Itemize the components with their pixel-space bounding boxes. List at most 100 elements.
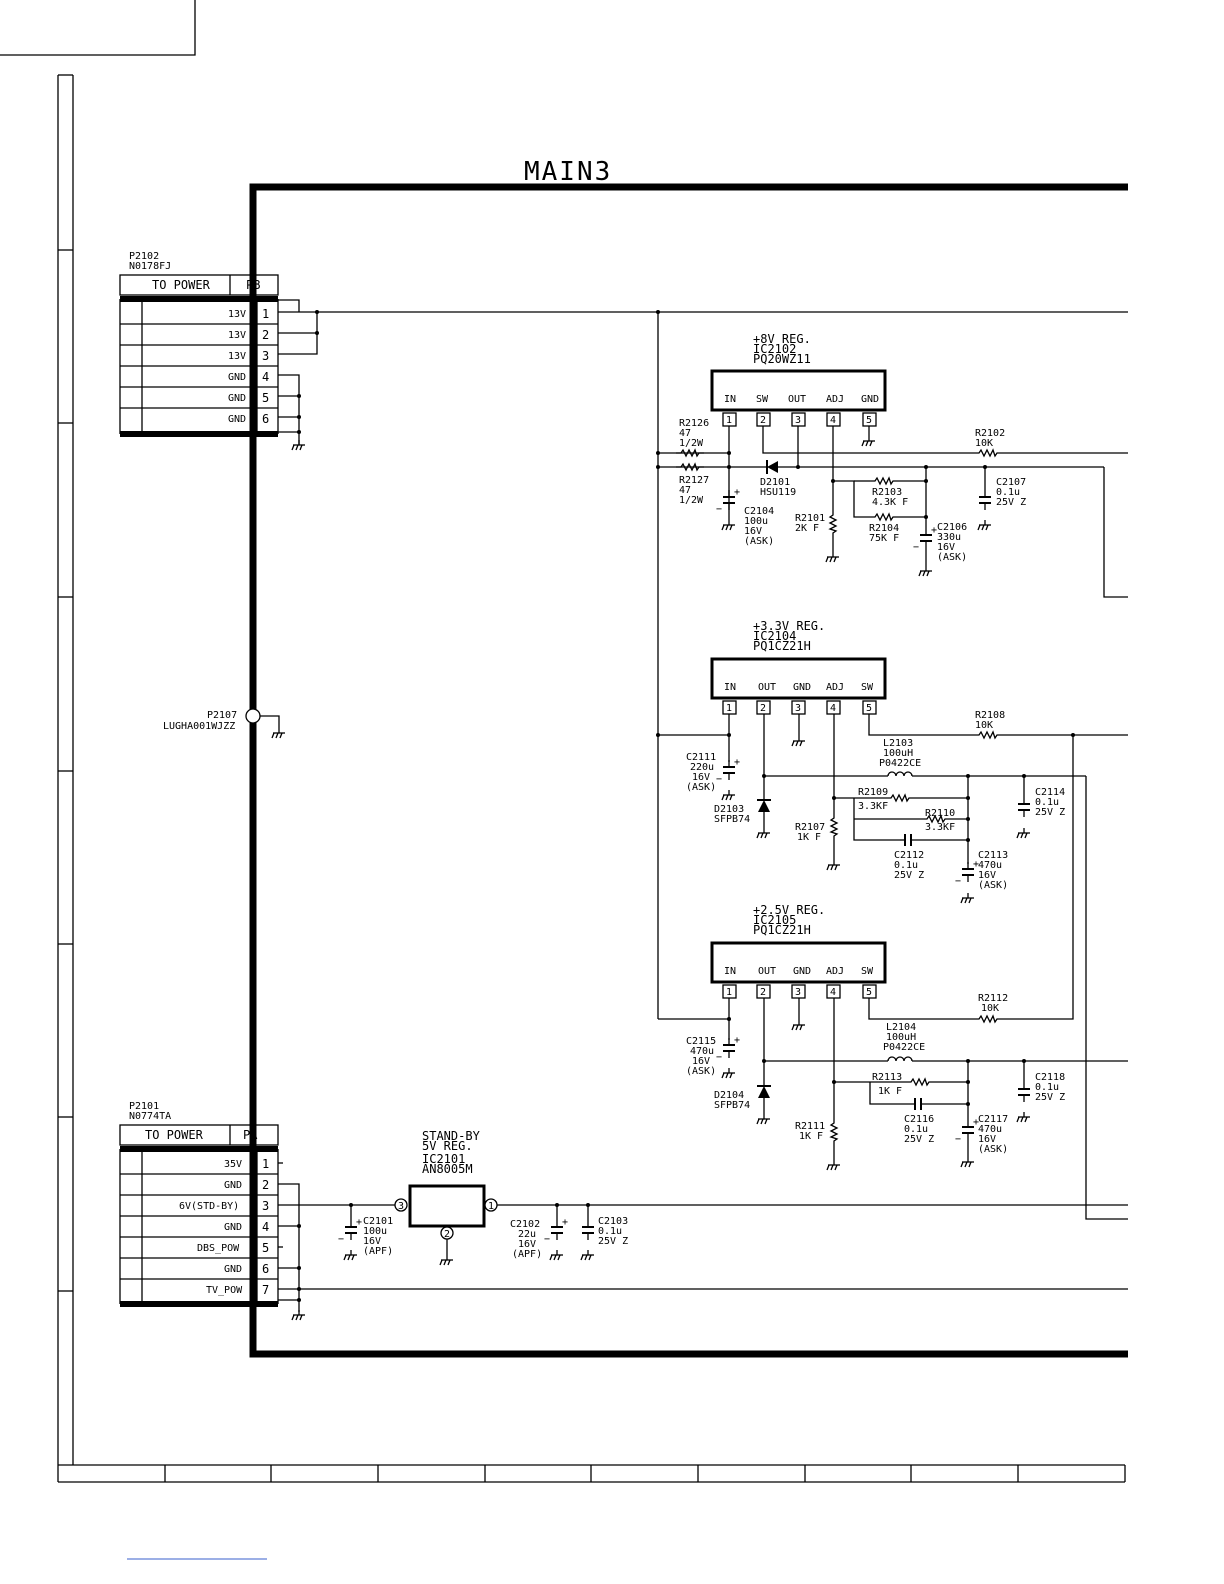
regulator-part: PQ20WZ11 [753,352,811,366]
label-d2104: D2104 SFPB74 [714,1090,750,1111]
component-value: 25V Z [598,1236,628,1247]
component-value: P0422CE [883,1042,925,1053]
pin-number: 5 [866,987,872,998]
pin-number: 3 [795,703,801,714]
component-value: 220u [690,762,714,773]
component-ref: C2102 [510,1219,540,1230]
component-value: 1K F [878,1086,902,1097]
component-ref: R2102 [975,428,1005,439]
pin-number: 5 [866,703,872,714]
regulator-title: +2.5V REG. [753,903,825,917]
component-value: 0.1u [996,487,1020,498]
label-r2102: R2102 10K [975,428,1005,449]
component-ref: C2118 [1035,1072,1065,1083]
pin-name: IN [724,394,736,405]
regulator-title: +3.3V REG. [753,619,825,633]
pin-number: 1 [726,703,732,714]
component-value: 330u [937,532,961,543]
component-value: 25V Z [894,870,924,881]
component-ref: R2126 [679,418,709,429]
pin-number: 6 [262,1262,269,1276]
pin-label: GND [224,1180,242,1191]
label-r2111: R2111 1K F [795,1121,825,1142]
component-value: 47 [679,485,691,496]
pin-label: GND [228,372,246,383]
label-c2113: C2113 470u 16V (ASK) [978,850,1008,891]
label-r2113: R2113 1K F [872,1072,902,1097]
component-ref: R2107 [795,822,825,833]
component-value: 1K F [799,1131,823,1142]
component-value: (APF) [363,1246,393,1257]
component-ref: R2109 [858,787,888,798]
pin-name: OUT [788,394,806,405]
pin-label: 13V [228,309,246,320]
component-ref: C2115 [686,1036,716,1047]
pin-name: GND [793,966,811,977]
pin-number: 1 [262,307,269,321]
component-value: (ASK) [937,552,967,563]
label-l2104: L2104 100uH P0422CE [883,1022,925,1053]
component-ref: C2114 [1035,787,1065,798]
page-frame [0,0,1126,1560]
component-value: 10K [975,438,993,449]
component-value: 1K F [797,832,821,843]
component-ref: L2103 [883,738,913,749]
component-ref: C2117 [978,1114,1008,1125]
pin-label: TV_POW [206,1285,243,1296]
label-r2110: R2110 3.3KF [925,808,955,833]
component-value: (ASK) [744,536,774,547]
regulator-title: STAND-BY [422,1129,481,1143]
pin-label: GND [228,414,246,425]
component-ref: C2106 [937,522,967,533]
component-value: 0.1u [1035,797,1059,808]
regulator-ic2101: STAND-BY 5V REG. IC2101 AN8005M 3 2 1 C2… [338,1129,1128,1266]
label-r2126: R2126 47 1/2W [679,418,709,449]
label-c2101: C2101 100u 16V (APF) [363,1216,393,1257]
component-ref: C2107 [996,477,1026,488]
label-l2103: L2103 100uH P0422CE [879,738,921,769]
component-ref: C2101 [363,1216,393,1227]
connector-code: PA [243,1128,258,1142]
pin-label: 6V(STD-BY) [179,1201,239,1212]
connector-ref: P2101 [129,1101,159,1112]
label-d2103: D2103 SFPB74 [714,804,750,825]
pin-number: 2 [262,1178,269,1192]
label-c2102: C2102 22u 16V (APF) [510,1219,542,1260]
component-value: HSU119 [760,487,796,498]
component-value: (ASK) [978,1144,1008,1155]
component-value: 100uH [883,748,913,759]
label-c2111: C2111 220u 16V (ASK) [686,752,716,793]
label-c2114: C2114 0.1u 25V Z [1035,787,1065,818]
regulator-title: 5V REG. [422,1139,473,1153]
component-value: 4.3K F [872,497,908,508]
pin-number: 5 [262,391,269,405]
connector-header: TO POWER [145,1128,204,1142]
component-ref: C2113 [978,850,1008,861]
pin-name: GND [861,394,879,405]
component-value: 1/2W [679,495,704,506]
pin-number: 3 [262,1199,269,1213]
connector-p2102: P2102 N0178FJ TO POWER PB 13V 1 13V 2 13… [119,251,1128,451]
label-c2117: C2117 470u 16V (ASK) [978,1114,1008,1155]
pin-number: 2 [760,703,766,714]
pin-number: 4 [830,987,836,998]
label-r2112: R2112 10K [978,993,1008,1014]
pin-label: 35V [224,1159,242,1170]
component-value: 100uH [886,1032,916,1043]
pin-number: 4 [262,1220,269,1234]
component-value: 16V [744,526,762,537]
regulator-ref: IC2104 [753,629,796,643]
connector-part: N0774TA [129,1111,171,1122]
component-value: (ASK) [978,880,1008,891]
component-value: 25V Z [904,1134,934,1145]
pin-name: IN [724,682,736,693]
component-ref: R2104 [869,523,899,534]
component-value: SFPB74 [714,814,750,825]
component-value: 470u [978,1124,1002,1135]
component-ref: C2104 [744,506,774,517]
component-value: 3.3KF [925,822,955,833]
label-r2108: R2108 10K [975,710,1005,731]
regulator-ref: IC2101 [422,1152,465,1166]
component-ref: R2111 [795,1121,825,1132]
